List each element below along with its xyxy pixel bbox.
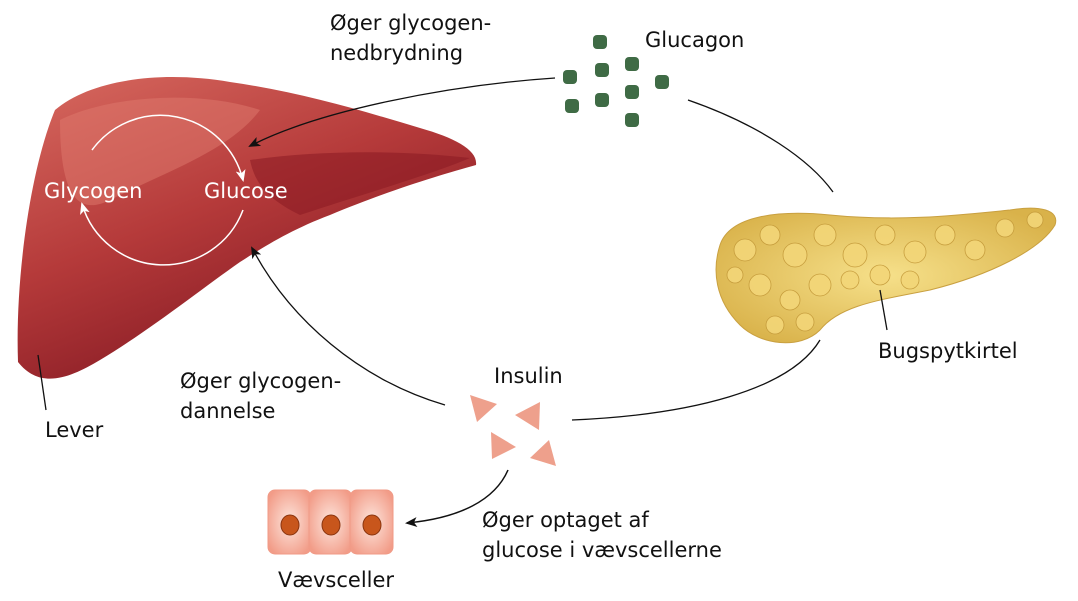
- uptake-label-line2: glucose i vævscellerne: [482, 538, 722, 562]
- breakdown-label-line2: nedbrydning: [330, 41, 463, 65]
- uptake-label-line1: Øger optaget af: [482, 508, 649, 532]
- liver-label: Lever: [45, 418, 104, 442]
- pancreas-to-insulin-line: [571, 339, 821, 421]
- liver-illustration: [17, 77, 477, 379]
- glucose-label: Glucose: [204, 179, 288, 203]
- pancreas-to-glucagon-line: [687, 99, 834, 193]
- formation-label-line1: Øger glycogen-: [180, 369, 341, 393]
- insulin-label: Insulin: [494, 364, 563, 388]
- insulin-to-liver-arrow: [251, 246, 446, 406]
- insulin-to-cells-arrow: [405, 469, 509, 528]
- pancreas-pointer-line: [879, 289, 888, 331]
- cycle-arrow-to-glucose: [91, 114, 246, 182]
- cycle-arrow-to-glycogen: [80, 202, 244, 266]
- breakdown-label-line1: Øger glycogen-: [330, 11, 491, 35]
- pancreas-illustration: [715, 207, 1057, 344]
- tissue-cells-label: Vævsceller: [278, 568, 394, 592]
- tissue-cells: [267, 489, 394, 555]
- liver-pointer-line: [37, 354, 47, 411]
- formation-label-line2: dannelse: [180, 399, 275, 423]
- glycogen-label: Glycogen: [44, 179, 143, 203]
- glucagon-label: Glucagon: [645, 28, 744, 52]
- glucagon-to-liver-arrow: [248, 77, 556, 147]
- insulin-molecules: [470, 395, 556, 466]
- pancreas-label: Bugspytkirtel: [878, 339, 1018, 363]
- glucagon-molecules: [563, 35, 669, 127]
